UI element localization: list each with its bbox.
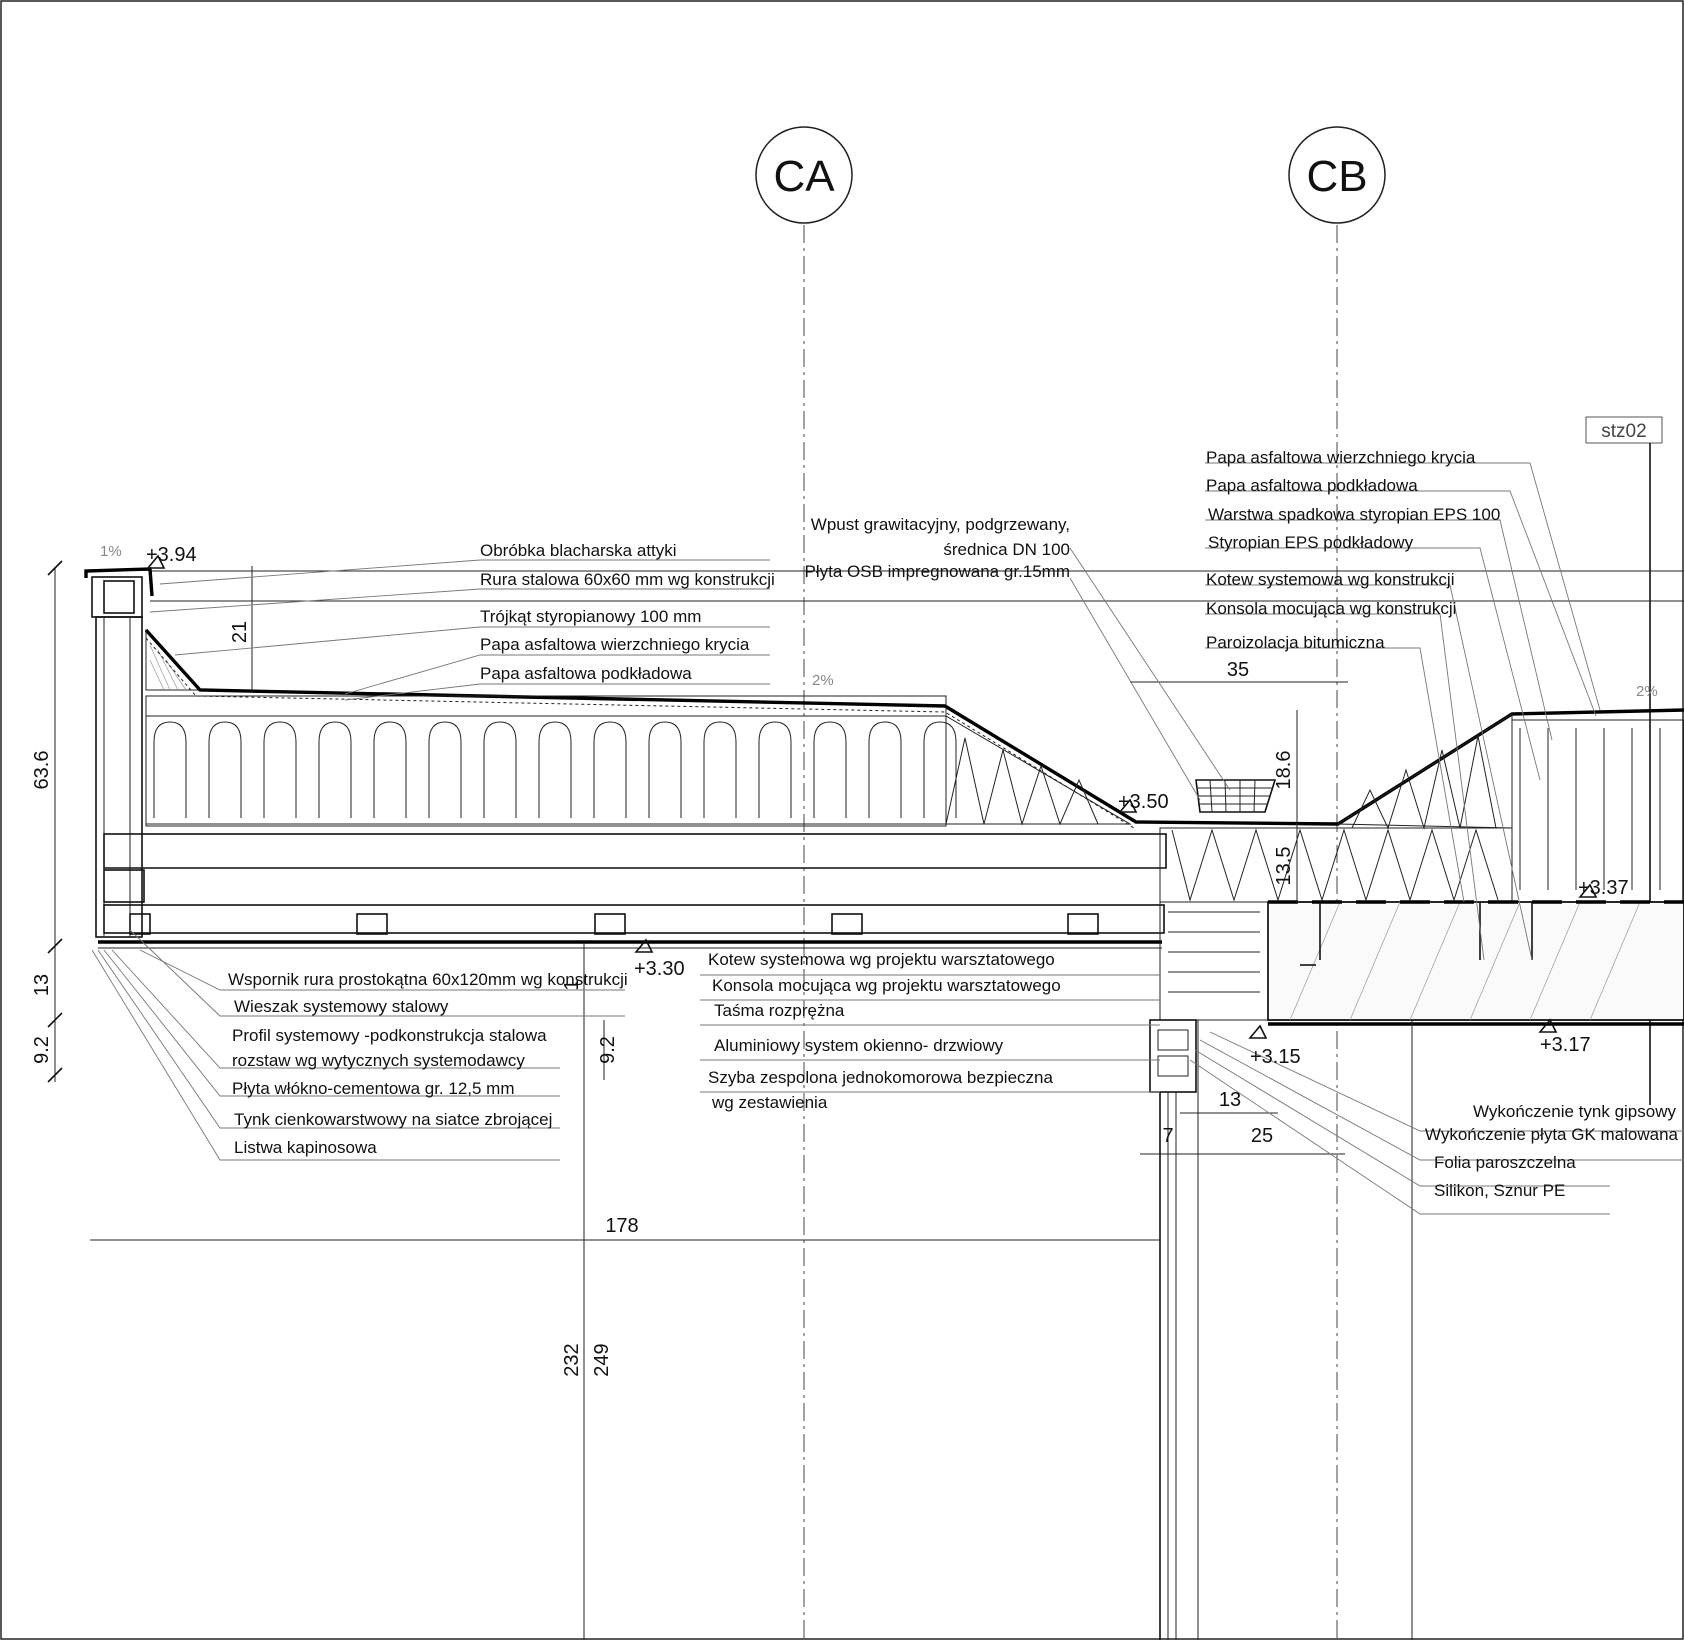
dim-drain-width: 35 <box>1227 659 1249 681</box>
dim-beam-depth: 13.5 <box>1273 847 1295 886</box>
label-plasterboard: Wykończenie płyta GK malowana <box>1425 1125 1679 1144</box>
label-top-membrane-left: Papa asfaltowa wierzchniego krycia <box>480 635 750 654</box>
label-base-membrane-left: Papa asfaltowa podkładowa <box>480 664 692 683</box>
dim-mid-92: 9.2 <box>597 1036 619 1064</box>
label-drip-edge: Listwa kapinosowa <box>234 1138 377 1157</box>
eps-insulation-left <box>145 695 957 827</box>
level-drain: +3.50 <box>1118 791 1169 813</box>
label-drain-3: Płyta OSB impregnowana gr.15mm <box>804 562 1070 581</box>
label-base-membrane-right: Papa asfaltowa podkładowa <box>1206 476 1418 495</box>
beam-structure <box>98 833 1167 949</box>
level-soffit: +3.30 <box>634 958 685 980</box>
slope-attic: 1% <box>100 543 122 560</box>
dimension-lines <box>47 560 1348 1640</box>
label-system-anchor: Kotew systemowa wg konstrukcji <box>1206 570 1454 589</box>
axis-label-cb: CB <box>1306 152 1367 201</box>
window-frame <box>1149 901 1413 1640</box>
label-steel-tube: Rura stalowa 60x60 mm wg konstrukcji <box>480 570 775 589</box>
label-vapour-foil: Folia paroszczelna <box>1434 1153 1576 1172</box>
label-mounting-bracket: Konsola mocująca wg konstrukcji <box>1206 599 1456 618</box>
level-lintel: +3.15 <box>1250 1046 1301 1068</box>
label-top-membrane-right: Papa asfaltowa wierzchniego krycia <box>1206 448 1476 467</box>
label-steel-hanger: Wieszak systemowy stalowy <box>234 997 449 1016</box>
label-rect-tube-bracket: Wspornik rura prostokątna 60x120mm wg ko… <box>228 970 628 989</box>
roof-drain <box>1195 779 1277 813</box>
level-ceiling: +3.17 <box>1540 1034 1591 1056</box>
dim-height-232: 232 <box>561 1343 583 1376</box>
axis-bubble-cb <box>1288 126 1386 224</box>
dim-lower-13: 13 <box>31 974 53 996</box>
dim-d25: 25 <box>1251 1125 1273 1147</box>
label-gypsum-plaster: Wykończenie tynk gipsowy <box>1473 1102 1676 1121</box>
detail-tag-box <box>1585 416 1663 444</box>
label-eps-base: Styropian EPS podkładowy <box>1208 533 1414 552</box>
label-vapour-barrier: Paroizolacja bitumiczna <box>1206 633 1385 652</box>
label-expansion-tape: Taśma rozprężna <box>714 1001 845 1020</box>
label-glazing-1: Szyba zespolona jednokomorowa bezpieczna <box>708 1068 1053 1087</box>
leader-lines <box>91 462 1684 1215</box>
dim-d13: 13 <box>1219 1089 1241 1111</box>
dim-lower-92: 9.2 <box>31 1036 53 1064</box>
label-workshop-anchor: Kotew systemowa wg projektu warsztatoweg… <box>708 950 1055 969</box>
slope-insulation-left <box>945 715 1132 826</box>
slope-roof-left: 2% <box>812 672 834 689</box>
dim-small-1: 1 <box>561 979 583 990</box>
dim-height-249: 249 <box>591 1343 613 1376</box>
attic-parapet <box>84 567 154 938</box>
label-fibre-cement: Płyta włókno-cementowa gr. 12,5 mm <box>232 1079 515 1098</box>
label-system-profile-1: Profil systemowy -podkonstrukcja stalowa <box>232 1026 547 1045</box>
axis-bubble-ca <box>755 126 853 224</box>
right-insulation <box>1159 713 1684 903</box>
level-right-slab: +3.37 <box>1578 877 1629 899</box>
label-aluminium-system: Aluminiowy system okienno- drzwiowy <box>714 1036 1004 1055</box>
label-silicone: Silikon, Sznur PE <box>1434 1181 1565 1200</box>
concrete-slab <box>1267 900 1684 1026</box>
dim-width-178: 178 <box>605 1215 638 1237</box>
dim-drain-depth: 18.6 <box>1273 751 1295 790</box>
level-top-attic: +3.94 <box>146 544 197 566</box>
dim-attic-rise: 21 <box>229 621 251 643</box>
label-workshop-bracket: Konsola mocująca wg projektu warsztatowe… <box>712 976 1061 995</box>
label-eps-triangle: Trójkąt styropianowy 100 mm <box>480 607 701 626</box>
dim-total-height: 63.6 <box>31 751 53 790</box>
dim-d7: 7 <box>1162 1125 1173 1147</box>
label-thin-plaster: Tynk cienkowarstwowy na siatce zbrojącej <box>234 1110 552 1129</box>
slope-roof-right: 2% <box>1636 683 1658 700</box>
label-slope-layer: Warstwa spadkowa styropian EPS 100 <box>1208 505 1500 524</box>
label-glazing-2: wg zestawienia <box>711 1093 828 1112</box>
system-hangers <box>129 913 1099 935</box>
label-drain-1: Wpust grawitacyjny, podgrzewany, <box>811 515 1070 534</box>
label-system-profile-2: rozstaw wg wytycznych systemodawcy <box>232 1051 525 1070</box>
axis-label-ca: CA <box>773 152 835 201</box>
roof-membrane <box>144 628 1684 826</box>
label-attic-flashing: Obróbka blacharska attyki <box>480 541 677 560</box>
level-markers <box>146 554 1598 1039</box>
detail-tag: stz02 <box>1601 421 1646 442</box>
label-drain-2: średnica DN 100 <box>943 540 1070 559</box>
